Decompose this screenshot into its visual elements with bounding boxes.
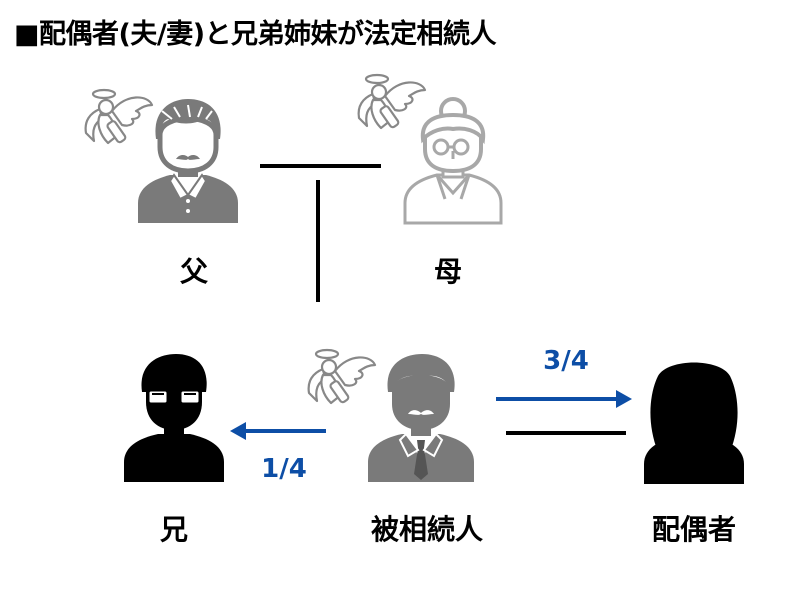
arrow-to-spouse — [496, 390, 632, 408]
brother-label: 兄 — [159, 513, 188, 546]
spouse-marriage-line — [506, 431, 626, 435]
angel-icon — [307, 348, 377, 405]
mother-avatar — [403, 97, 503, 225]
father-label: 父 — [179, 255, 208, 288]
deceased-label: 被相続人 — [370, 513, 483, 546]
spouse-avatar — [644, 362, 744, 484]
spouse-share: 3/4 — [543, 346, 589, 376]
deceased-avatar — [368, 354, 474, 482]
mother-label: 母 — [433, 255, 462, 288]
father-avatar — [138, 99, 238, 223]
arrow-to-brother — [230, 422, 326, 440]
spouse-label: 配偶者 — [651, 513, 736, 546]
descent-line — [316, 180, 320, 302]
angel-icon — [357, 73, 427, 130]
angel-icon — [84, 88, 154, 145]
brother-share: 1/4 — [261, 454, 307, 484]
brother-avatar — [124, 354, 224, 482]
page-title: ■配偶者(夫/妻)と兄弟姉妹が法定相続人 — [14, 19, 497, 50]
parents-marriage-line — [260, 164, 381, 168]
